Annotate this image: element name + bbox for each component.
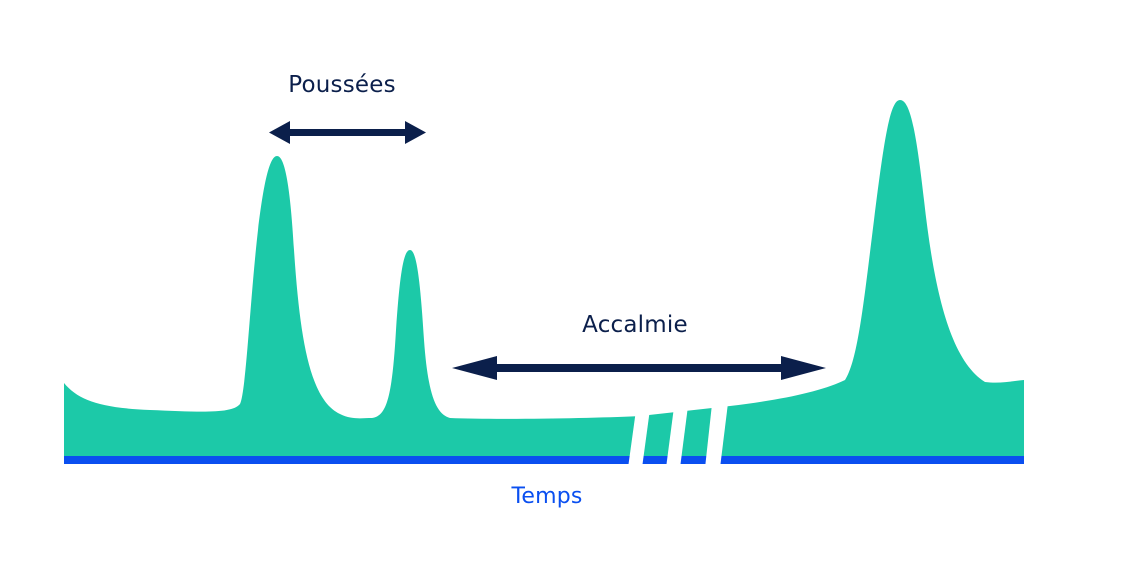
remission-label: Accalmie (582, 312, 688, 338)
flare-label: Poussées (288, 72, 396, 98)
flare-double-arrow-icon (269, 121, 426, 144)
remission-double-arrow-icon (452, 356, 826, 380)
time-axis-line (64, 456, 1024, 464)
symptom-area-curve (64, 100, 1024, 458)
axis-break-marks (628, 403, 728, 468)
time-axis-label: Temps (511, 484, 583, 509)
